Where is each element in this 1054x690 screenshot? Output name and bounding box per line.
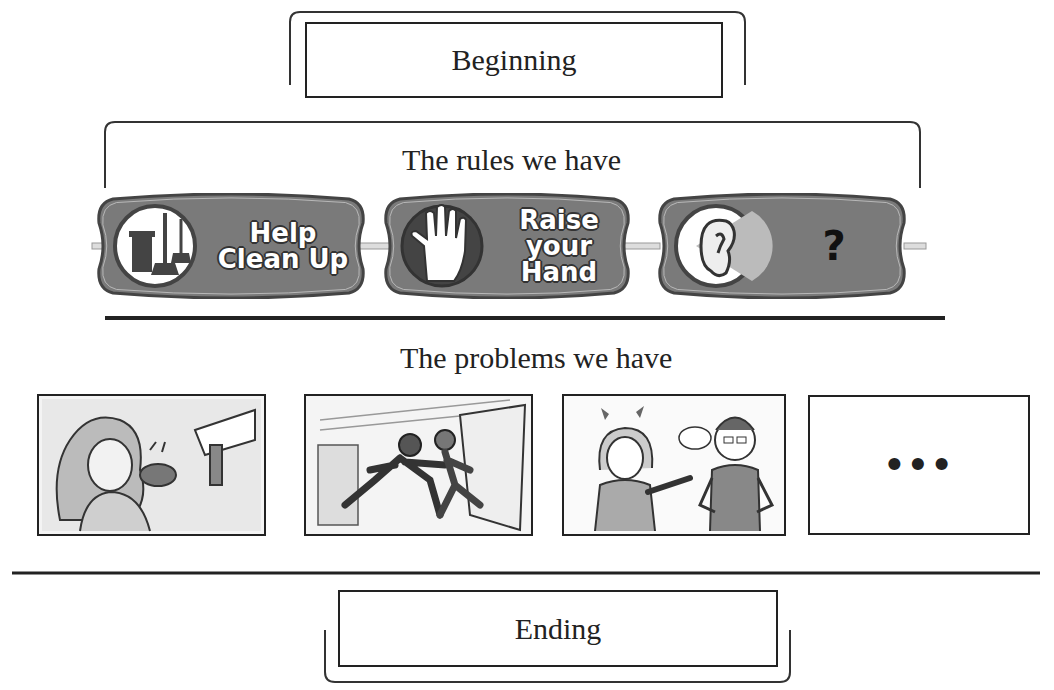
- rule-badge: ?: [656, 193, 908, 299]
- box-text: Ending: [515, 612, 602, 646]
- rule-text: ?: [822, 226, 845, 266]
- rules-bracket: [105, 122, 920, 188]
- rule-badge: Help Clean Up: [95, 193, 367, 299]
- problem-picture: [38, 395, 265, 535]
- divider-line: [12, 572, 1040, 575]
- rule-text: Help Clean Up: [213, 220, 353, 272]
- section-heading: The problems we have: [400, 341, 672, 375]
- ending-box: Ending: [338, 590, 778, 667]
- section-heading: The rules we have: [402, 143, 621, 177]
- beginning-box: Beginning: [305, 22, 723, 98]
- problem-picture: [305, 395, 532, 535]
- ellipsis-box: •••: [808, 395, 1030, 535]
- problem-picture: [563, 395, 785, 535]
- divider-line: [105, 316, 945, 320]
- rule-text: Raise your Hand: [504, 207, 614, 285]
- badge-shape: [656, 193, 908, 299]
- box-text: •••: [883, 445, 954, 485]
- box-text: Beginning: [452, 43, 577, 77]
- rule-badge: Raise your Hand: [382, 193, 632, 299]
